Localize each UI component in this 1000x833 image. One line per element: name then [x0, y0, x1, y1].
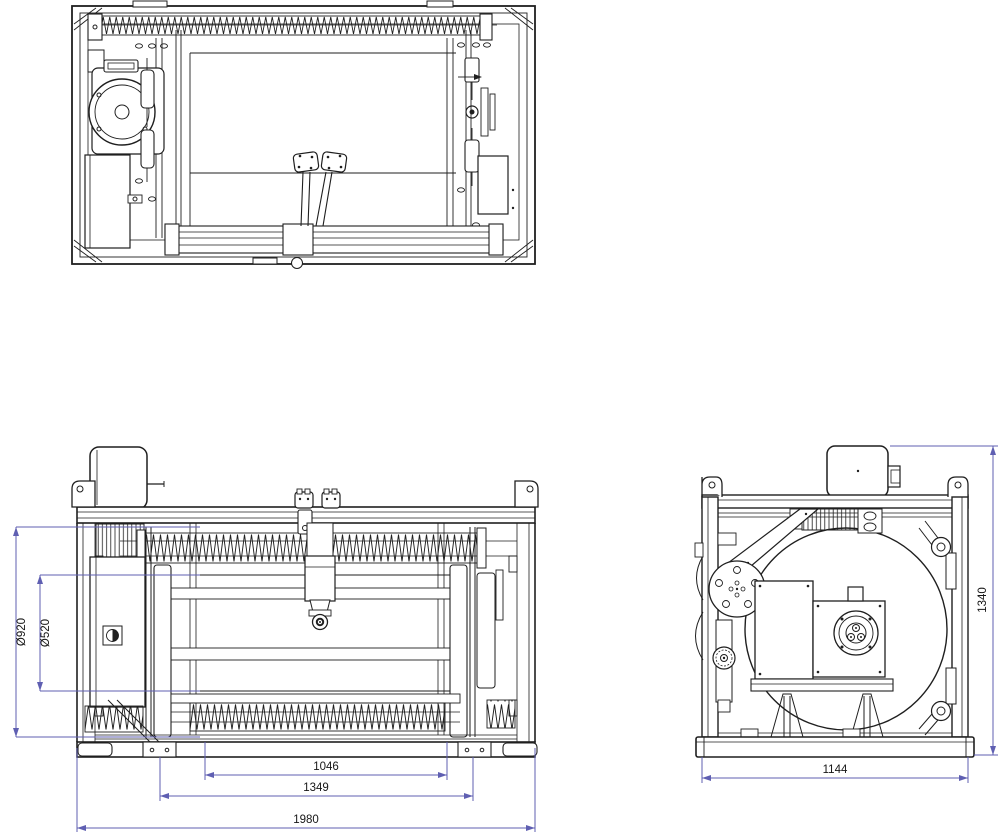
dim-label-overall-height: 1340 [977, 587, 989, 613]
corner-roller-bottom [918, 667, 957, 736]
levelwind-carriage [294, 488, 341, 631]
dim-label-span-feet: 1349 [303, 782, 329, 794]
dim-overall-width: 1144 [701, 757, 969, 783]
motor [89, 446, 148, 510]
top-view [71, 0, 536, 269]
frame-tab [132, 0, 168, 8]
hub-connector [847, 586, 864, 602]
lifting-lug-side [701, 476, 723, 497]
levelwind-screw [87, 13, 497, 75]
frame-tab [426, 0, 454, 8]
cable-clamp [321, 491, 341, 509]
side-plate [476, 572, 496, 689]
frame-tab [252, 257, 278, 265]
junction-box [477, 155, 509, 215]
dim-overall-height: 1340 [890, 445, 998, 756]
dimensions: Ø920 Ø520 1046 1349 1980 1144 13 [13, 445, 998, 832]
drum-edges [190, 52, 456, 174]
drive-box [89, 556, 160, 743]
tie-bar-lower [162, 647, 459, 661]
cable-clamp [294, 491, 314, 509]
chain-drive [694, 542, 736, 713]
dim-span-feet: 1349 [159, 757, 474, 801]
drum-flange-right [449, 564, 468, 738]
inner-walls [189, 523, 445, 735]
dim-label-overall-width: 1144 [823, 764, 848, 776]
mount-pad [142, 741, 177, 758]
drive-housing [812, 600, 886, 678]
center-mark [112, 629, 119, 642]
lower-screw [84, 693, 516, 733]
lifting-lug [71, 480, 96, 508]
brake-disc [88, 78, 156, 146]
pointer-arrow [474, 74, 482, 80]
top-beam-side [701, 494, 969, 509]
guide-wheel-top [291, 257, 303, 269]
dim-span-inner: 1046 [204, 742, 448, 780]
chain-flange-disc [708, 560, 766, 618]
motor-connector [887, 465, 901, 488]
mount-pad [457, 741, 492, 758]
dim-core-diameter: Ø520 [37, 574, 200, 692]
right-side-plates [446, 30, 491, 242]
dim-overall-length: 1980 [76, 748, 536, 832]
base-side [695, 736, 975, 758]
foot [502, 742, 538, 757]
dim-label-span-inner: 1046 [313, 761, 339, 773]
foot [77, 742, 113, 757]
shock-absorbers [140, 58, 155, 182]
cable-guide-arms [292, 151, 348, 227]
dim-label-overall-length: 1980 [293, 814, 319, 826]
dim-label-flange-dia: Ø920 [16, 618, 28, 646]
front-view [71, 446, 539, 758]
support-bar [750, 678, 894, 692]
lifting-lug-side [947, 476, 969, 497]
drive-hub [833, 610, 879, 656]
equipment-box [84, 154, 131, 249]
right-actuator [458, 57, 515, 215]
lifting-lug [514, 480, 539, 508]
dim-label-core-dia: Ø520 [40, 619, 52, 647]
pedestals [770, 693, 884, 738]
side-view [694, 445, 975, 758]
guide-rails [164, 223, 504, 256]
corner-roller-top [918, 520, 957, 590]
drum-flange-left [153, 564, 172, 738]
gearbox-housing [754, 580, 814, 680]
dim-flange-diameter: Ø920 [13, 526, 200, 738]
center-mark-box [102, 625, 123, 646]
